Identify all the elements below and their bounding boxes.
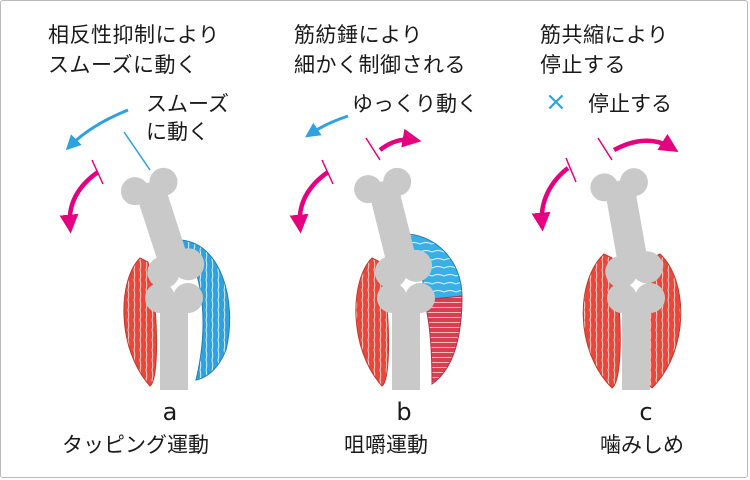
panel-b-blue-arrow <box>305 114 349 138</box>
panel-b-heading-line-1: 筋紡錘により <box>294 23 423 47</box>
panel-a-heading-line-2: スムーズに動く <box>48 53 198 77</box>
panel-b-tick-right <box>365 137 381 161</box>
panel-a-joint <box>59 108 231 390</box>
panel-c-tick-right <box>597 137 613 161</box>
panel-a-tick <box>91 159 104 185</box>
panel-a-annotation-line-2: に動く <box>146 120 209 144</box>
panel-c-heading-line-2: 停止する <box>540 53 626 77</box>
panel-c-tick-left <box>565 157 577 183</box>
panel-a-letter: a <box>162 398 178 426</box>
panel-c-motion-arrow-right <box>612 133 679 153</box>
panel-b-heading-line-2: 細かく制御される <box>294 53 466 77</box>
panel-c-lower-bone <box>607 283 665 390</box>
panel-a-heading-line-1: 相反性抑制により <box>48 23 220 47</box>
panel-c-annotation-line-1: 停止する <box>588 92 672 116</box>
panel-a-heading: 相反性抑制により スムーズに動く <box>48 20 220 80</box>
panel-b-upper-bone <box>354 167 433 289</box>
panel-c-motion-arrow-left <box>531 166 570 232</box>
panel-c-joint <box>531 133 682 390</box>
panel-c-heading: 筋共縮により 停止する <box>540 20 669 80</box>
panel-c-caption: 噛みしめ <box>600 433 684 457</box>
panel-c-upper-bone <box>590 168 663 288</box>
panel-a-annotation-line-1: スムーズ <box>146 92 229 116</box>
panel-b-right-muscle-lower <box>423 295 463 385</box>
panel-a-motion-arrow <box>59 170 100 234</box>
panel-c-heading-line-1: 筋共縮により <box>540 23 669 47</box>
panel-a-blue-arrow <box>65 108 129 151</box>
panel-b-tick-left <box>321 159 334 185</box>
panel-b-lower-bone <box>377 283 435 390</box>
panel-a-upper-bone <box>120 167 205 289</box>
panel-b-joint <box>289 114 463 390</box>
panel-a-caption: タッピング運動 <box>62 433 209 457</box>
panel-b-annotation: ゆっくり動く <box>352 90 478 118</box>
panel-c-letter: c <box>639 398 653 426</box>
panel-c-annotation: 停止する <box>588 90 672 118</box>
panel-b-motion-arrow-left <box>289 170 330 234</box>
panel-b-motion-arrow-right <box>378 128 422 152</box>
panel-b-caption: 咀嚼運動 <box>344 433 428 457</box>
cross-mark-icon: × <box>545 87 567 117</box>
panel-a-blue-line <box>123 131 151 171</box>
panel-b-annotation-line-1: ゆっくり動く <box>352 92 478 116</box>
panel-b-heading: 筋紡錘により 細かく制御される <box>294 20 466 80</box>
panel-b-letter: b <box>396 398 412 426</box>
panel-a-lower-bone <box>145 283 203 390</box>
panel-a-annotation: スムーズ に動く <box>146 90 229 146</box>
